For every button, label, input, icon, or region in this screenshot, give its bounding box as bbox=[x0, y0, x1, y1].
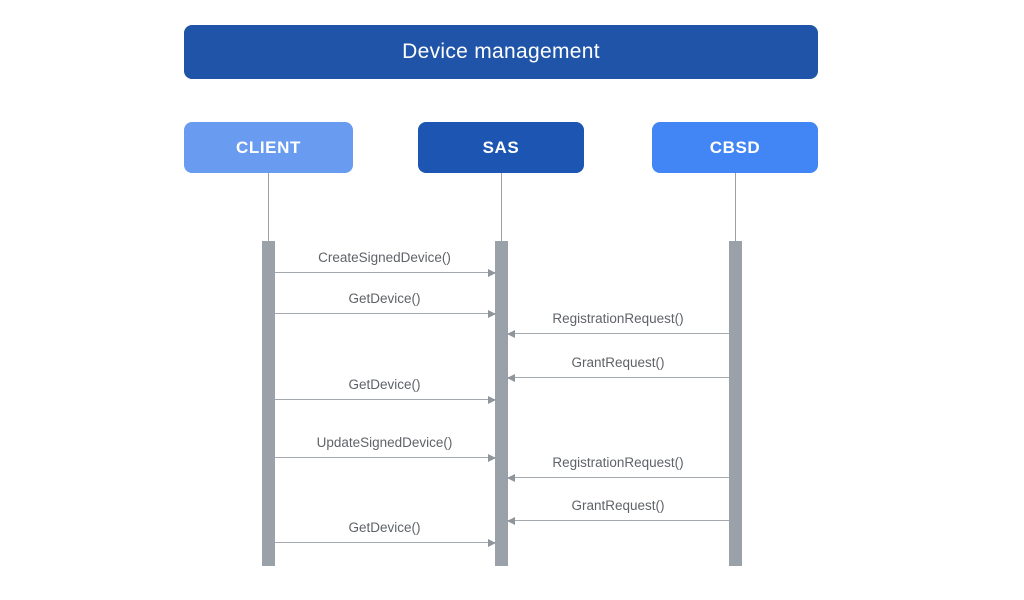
message-8-cbsd-to-sas: GrantRequest() bbox=[506, 498, 729, 525]
diagram-title-label: Device management bbox=[402, 40, 600, 63]
arrowhead-right-icon bbox=[487, 453, 496, 462]
activation-bar-sas bbox=[494, 241, 508, 566]
arrowhead-right-icon bbox=[487, 309, 496, 318]
message-label: RegistrationRequest() bbox=[552, 455, 684, 470]
actor-label-cbsd: CBSD bbox=[709, 137, 761, 157]
arrowhead-left-icon bbox=[506, 473, 515, 482]
message-arrow-line bbox=[274, 399, 495, 400]
message-label: CreateSignedDevice() bbox=[318, 250, 451, 265]
message-4-cbsd-to-sas: GrantRequest() bbox=[506, 355, 729, 382]
message-3-cbsd-to-sas: RegistrationRequest() bbox=[506, 311, 729, 338]
message-arrow-line bbox=[274, 457, 495, 458]
message-label: UpdateSignedDevice() bbox=[316, 435, 453, 450]
arrowhead-left-icon bbox=[506, 373, 515, 382]
actor-label-sas: SAS bbox=[482, 137, 520, 157]
message-label: GetDevice() bbox=[348, 377, 421, 392]
lifeline-cbsd bbox=[734, 173, 736, 241]
message-5-client-to-sas: GetDevice() bbox=[274, 377, 496, 404]
message-label: GetDevice() bbox=[348, 291, 421, 306]
activation-bar-cbsd bbox=[728, 241, 742, 566]
message-arrow-line bbox=[274, 542, 495, 543]
message-9-client-to-sas: GetDevice() bbox=[274, 520, 496, 547]
message-arrow-line bbox=[274, 272, 495, 273]
activation-bar-client bbox=[261, 241, 275, 566]
message-7-cbsd-to-sas: RegistrationRequest() bbox=[506, 455, 729, 482]
message-6-client-to-sas: UpdateSignedDevice() bbox=[274, 435, 496, 462]
actor-box-sas: SAS bbox=[418, 122, 584, 173]
lifeline-client bbox=[267, 173, 269, 241]
arrowhead-right-icon bbox=[487, 395, 496, 404]
message-arrow-line bbox=[507, 520, 729, 521]
actor-box-client: CLIENT bbox=[184, 122, 353, 173]
lifeline-sas bbox=[500, 173, 502, 241]
arrowhead-right-icon bbox=[487, 268, 496, 277]
arrowhead-left-icon bbox=[506, 516, 515, 525]
message-label: RegistrationRequest() bbox=[552, 311, 684, 326]
message-1-client-to-sas: CreateSignedDevice() bbox=[274, 250, 496, 277]
actor-label-client: CLIENT bbox=[236, 137, 301, 157]
message-arrow-line bbox=[507, 477, 729, 478]
message-arrow-line bbox=[274, 313, 495, 314]
arrowhead-left-icon bbox=[506, 329, 515, 338]
message-label: GrantRequest() bbox=[571, 498, 665, 513]
arrowhead-right-icon bbox=[487, 538, 496, 547]
diagram-title: Device management bbox=[184, 25, 818, 79]
message-arrow-line bbox=[507, 333, 729, 334]
message-label: GrantRequest() bbox=[571, 355, 665, 370]
message-label: GetDevice() bbox=[348, 520, 421, 535]
message-2-client-to-sas: GetDevice() bbox=[274, 291, 496, 318]
actor-box-cbsd: CBSD bbox=[652, 122, 818, 173]
message-arrow-line bbox=[507, 377, 729, 378]
